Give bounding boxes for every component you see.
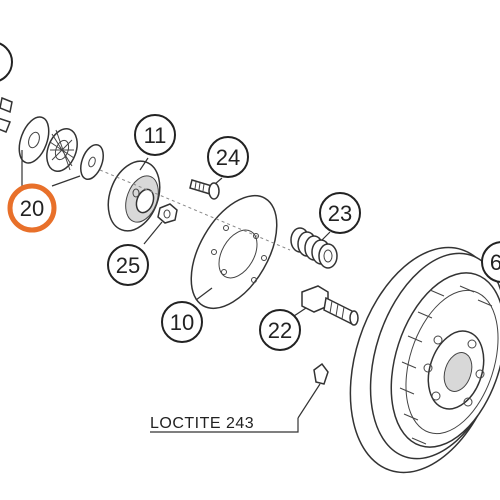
- clutch-hub-part: [349, 246, 500, 474]
- thrust-washer-part: [80, 143, 104, 181]
- callout-23-label: 23: [328, 201, 352, 226]
- callout-6-label: 6: [490, 250, 500, 275]
- screw-part: [189, 179, 220, 200]
- callout-11-label: 11: [144, 123, 167, 148]
- leader-line-10: [195, 287, 213, 301]
- small-nut-part: [157, 203, 178, 224]
- callout-22[interactable]: 22: [259, 309, 301, 351]
- leader-lines-20: [21, 150, 81, 188]
- callout-top-left-partial[interactable]: [0, 42, 13, 82]
- pressure-cap-part: [107, 160, 161, 232]
- leader-line-11: [139, 157, 149, 171]
- callout-24-label: 24: [216, 145, 240, 170]
- leader-line-24: [214, 177, 223, 185]
- callout-6-partial[interactable]: 6: [481, 241, 500, 283]
- washer-part: [18, 116, 50, 164]
- needle-bearing-part: [46, 128, 78, 172]
- small-pin-part: [0, 96, 13, 133]
- leader-line-25: [143, 221, 163, 245]
- leader-line-loctite: [297, 383, 321, 419]
- callout-24[interactable]: 24: [207, 136, 249, 178]
- pressure-plate-part: [190, 194, 278, 310]
- clutch-spring-part: [290, 227, 338, 269]
- loctite-note-underline: [150, 418, 299, 433]
- loctite-note: LOCTITE 243: [150, 415, 299, 433]
- callout-10-label: 10: [170, 310, 194, 335]
- leader-line-23: [321, 231, 331, 241]
- loctite-drop-part: [313, 362, 329, 385]
- callout-10[interactable]: 10: [161, 301, 203, 343]
- callout-25-label: 25: [116, 253, 140, 278]
- callout-25[interactable]: 25: [107, 244, 149, 286]
- callout-20-highlighted[interactable]: 20: [7, 183, 57, 233]
- callout-23[interactable]: 23: [319, 192, 361, 234]
- bolt-part: [301, 285, 359, 326]
- assembly-axis-line: [99, 169, 291, 251]
- callout-20-ring: [7, 183, 57, 233]
- loctite-note-label: LOCTITE 243: [150, 415, 254, 432]
- callout-20-label: 20: [20, 196, 44, 221]
- callout-22-label: 22: [268, 318, 292, 343]
- callout-11[interactable]: 11: [134, 114, 176, 156]
